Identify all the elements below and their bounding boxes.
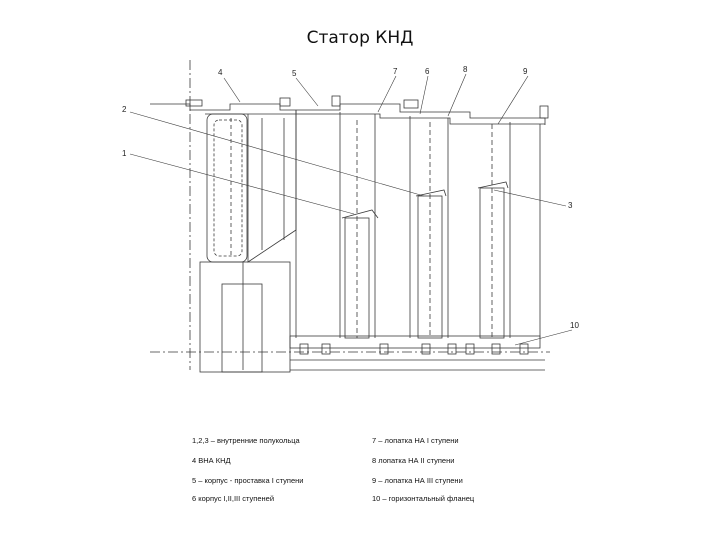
legend-item: 7 – лопатка НА I ступени (372, 436, 459, 445)
callout-3: 3 (568, 201, 573, 210)
casing-spacer (247, 110, 297, 263)
legend-item: 5 – корпус - проставка I ступени (192, 476, 304, 485)
callout-2: 2 (122, 105, 127, 114)
hub-lower (199, 261, 291, 373)
callout-6: 6 (425, 67, 430, 76)
inner-ring-2 (415, 189, 447, 197)
legend-item: 10 – горизонтальный фланец (372, 494, 475, 503)
legend-item: 4 ВНА КНД (192, 456, 231, 465)
inner-ring-3 (477, 181, 509, 189)
legend-item: 6 корпус I,II,III ступеней (192, 494, 275, 503)
legend-item: 8 лопатка НА II ступени (372, 456, 455, 465)
flange-bolts (299, 343, 529, 355)
horizontal-flange (289, 335, 541, 349)
casing-top-line (150, 103, 546, 125)
callout-9: 9 (523, 67, 528, 76)
callout-4: 4 (218, 68, 223, 77)
inner-ring-1 (341, 209, 379, 219)
igv-frame-inner (213, 119, 243, 257)
callout-5: 5 (292, 69, 297, 78)
callout-10: 10 (570, 321, 579, 330)
callout-7: 7 (393, 67, 398, 76)
callout-1: 1 (122, 149, 127, 158)
legend-item: 1,2,3 – внутренние полукольца (192, 436, 300, 445)
igv-frame (206, 113, 248, 263)
legend-item: 9 – лопатка НА III ступени (372, 476, 463, 485)
slide-title: Статор КНД (306, 28, 414, 48)
callout-8: 8 (463, 65, 468, 74)
casing-top-line-2 (205, 113, 545, 125)
